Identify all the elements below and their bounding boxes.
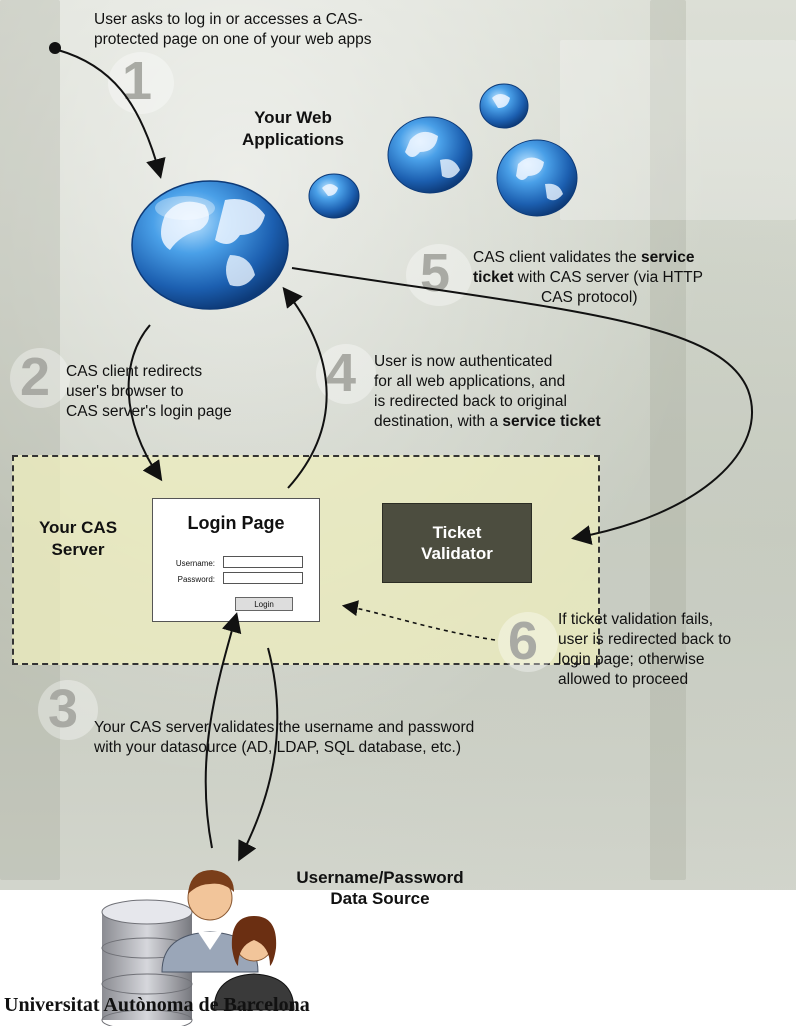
step5-text-line2: ticket with CAS server (via HTTP xyxy=(473,269,703,286)
arrow-step4 xyxy=(282,286,328,489)
step1-text-line1: User asks to log in or accesses a CAS- xyxy=(94,11,363,28)
step2-text-line2: user's browser to xyxy=(66,383,184,400)
step2-number: 2 xyxy=(20,347,51,407)
step6-text-line3: login page; otherwise xyxy=(558,651,705,668)
background-building xyxy=(560,40,796,220)
step4-number: 4 xyxy=(326,343,357,403)
user-female-icon xyxy=(213,916,295,1011)
step5-text-line1: CAS client validates the service xyxy=(473,249,695,266)
password-input[interactable] xyxy=(223,572,303,584)
login-button[interactable]: Login xyxy=(235,597,293,611)
footer-university: Universitat Autònoma de Barcelona xyxy=(4,994,310,1016)
step2-circle xyxy=(10,348,70,408)
step3-text-line1: Your CAS server validates the username a… xyxy=(94,719,475,736)
step2-text-line1: CAS client redirects xyxy=(66,363,203,380)
ticket-validator-line2: Validator xyxy=(421,544,493,563)
step5-circle xyxy=(406,244,472,306)
cas-server-label-line2: Server xyxy=(51,540,105,559)
step3-number: 3 xyxy=(48,679,79,739)
arrow-step2 xyxy=(127,324,163,482)
step5-text-line3: CAS protocol) xyxy=(541,289,638,306)
step2-text-line3: CAS server's login page xyxy=(66,403,232,420)
step3-text-line2: with your datasource (AD, LDAP, SQL data… xyxy=(94,739,462,756)
step1-text-line2: protected page on one of your web apps xyxy=(94,31,372,48)
web-app-globe-icon xyxy=(496,139,578,217)
web-app-globe-icon xyxy=(308,173,360,219)
step6-circle xyxy=(498,612,558,672)
arrow-step1 xyxy=(57,49,166,179)
web-apps-label-line2: Applications xyxy=(241,130,344,149)
web-apps-label-line1: Your Web xyxy=(254,108,332,127)
step4-text-line1: User is now authenticated xyxy=(374,353,553,370)
start-dot xyxy=(49,42,61,54)
step4-text-line2: for all web applications, and xyxy=(374,373,566,390)
arrow-step3-down xyxy=(238,647,279,862)
data-source-label-line2: Data Source xyxy=(330,889,430,908)
main-globe-icon xyxy=(131,180,289,310)
web-app-globe-icon xyxy=(387,116,473,194)
step3-circle xyxy=(38,680,98,740)
data-source-label-line1: Username/Password xyxy=(296,868,464,887)
step6-text-line1: If ticket validation fails, xyxy=(558,611,714,628)
login-page-title: Login Page xyxy=(187,513,285,533)
step6-number: 6 xyxy=(508,611,539,671)
step6-text-line4: allowed to proceed xyxy=(558,671,689,688)
username-input[interactable] xyxy=(223,556,303,568)
password-label: Password: xyxy=(177,575,215,584)
ticket-validator-box: Ticket Validator xyxy=(382,503,532,583)
step4-text-line4: destination, with a service ticket xyxy=(374,413,601,430)
login-page-panel: Login Page Username: Password: Login xyxy=(152,498,320,622)
step6-text-line2: user is redirected back to xyxy=(558,631,732,648)
arrow-step3-up xyxy=(204,612,242,849)
arrow-step6 xyxy=(341,600,496,641)
ticket-validator-line1: Ticket xyxy=(432,523,482,542)
username-label: Username: xyxy=(175,559,215,568)
step4-text-line3: is redirected back to original xyxy=(374,393,567,410)
arrow-step5 xyxy=(291,267,754,545)
step1-circle xyxy=(108,52,174,114)
background-tree-right xyxy=(650,0,686,880)
background-tree-left xyxy=(0,0,60,880)
cas-server-label-line1: Your CAS xyxy=(38,518,118,537)
web-app-globe-icon xyxy=(479,83,529,129)
